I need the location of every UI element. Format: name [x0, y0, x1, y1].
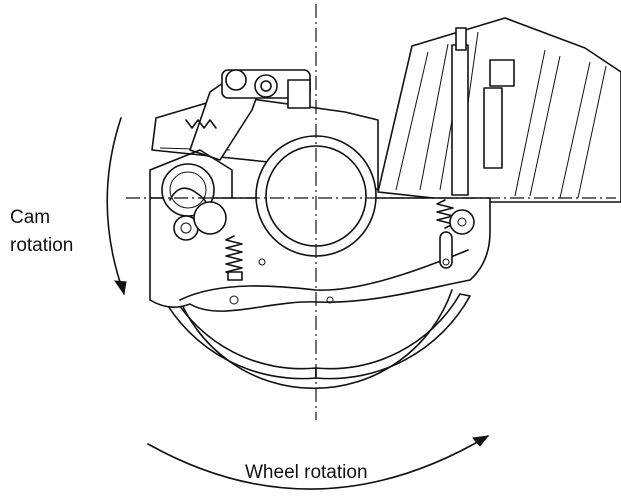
cam-rotation-arrow: [106, 117, 127, 296]
cam-rotation-label-line1: Cam: [10, 207, 51, 228]
cam-rotation-label-line2: rotation: [10, 235, 74, 256]
brake-chamber: [377, 17, 621, 203]
anchor-pins: [229, 258, 334, 305]
brake-shoe-lining: [161, 289, 471, 390]
wheel-rotation-label: Wheel rotation: [245, 462, 368, 483]
s-cam: [161, 163, 227, 241]
slack-adjuster: [185, 69, 311, 161]
wheel-rotation-arrow: [147, 435, 490, 490]
return-springs: [225, 199, 475, 281]
